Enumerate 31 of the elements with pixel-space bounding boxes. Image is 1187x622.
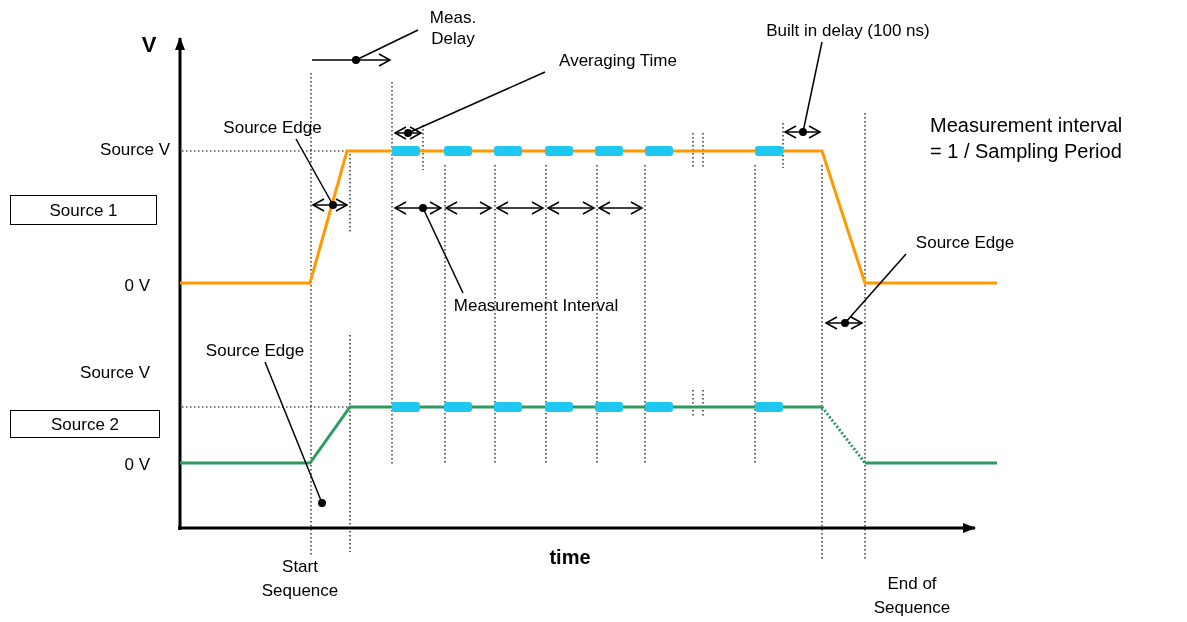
axis-label: time — [548, 545, 592, 570]
event-label: End of Sequence — [872, 573, 952, 619]
level-label: 0 V — [123, 275, 150, 297]
dimension-arrow — [825, 316, 863, 330]
event-label: Start Sequence — [260, 556, 340, 602]
dimension-arrow — [311, 53, 391, 67]
leader-line — [419, 204, 464, 294]
dimension-arrow — [394, 201, 442, 215]
level-label: Source V — [79, 362, 150, 384]
dimension-arrow — [394, 126, 422, 140]
callout-text: Source Edge — [205, 115, 340, 139]
note-text: Measurement interval = 1 / Sampling Period — [930, 113, 1124, 164]
callout-text: Source Edge — [185, 338, 325, 362]
leader-line — [295, 138, 337, 209]
level-label: Source V — [99, 139, 170, 161]
dimension-arrow — [784, 125, 821, 139]
level-label: 0 V — [123, 454, 150, 476]
leader-line — [264, 361, 326, 507]
callout-text: Source Edge — [895, 230, 1035, 254]
signal-name-box: Source 2 — [10, 410, 160, 438]
callout-text: Meas. Delay — [418, 6, 488, 50]
signal-name-box: Source 1 — [10, 195, 157, 225]
leader-line — [841, 253, 907, 327]
dimension-arrow — [312, 198, 348, 212]
callout-text: Averaging Time — [538, 48, 698, 72]
callout-text: Built in delay (100 ns) — [733, 18, 963, 42]
callout-text: Measurement Interval — [425, 293, 647, 317]
axis-label: V — [140, 31, 158, 59]
leader-line — [799, 41, 823, 136]
leader-line — [352, 29, 419, 64]
leader-line — [404, 71, 546, 137]
